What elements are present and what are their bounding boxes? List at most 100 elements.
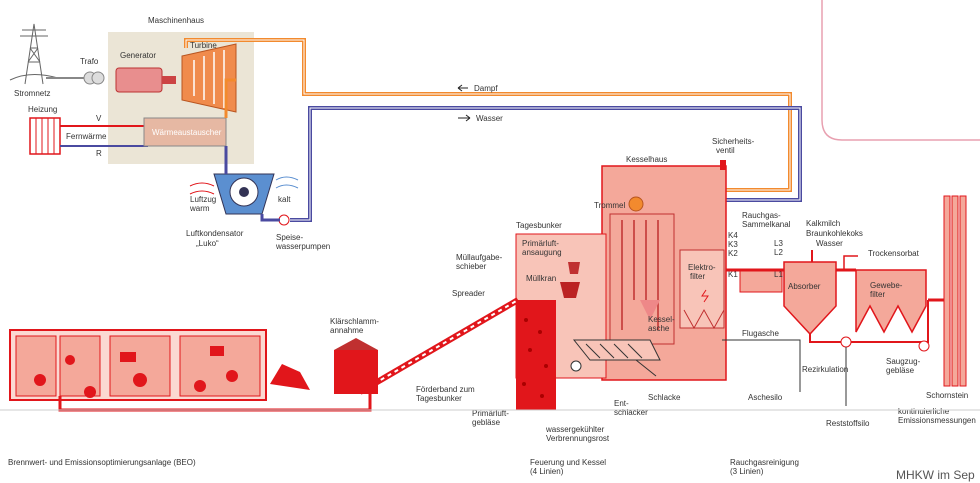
- k2-label: K2: [728, 249, 738, 258]
- grate-bars: [585, 343, 643, 359]
- linien4-caption: (4 Linien): [530, 467, 564, 476]
- schornstein-label: Schornstein: [926, 391, 968, 400]
- r-label: R: [96, 149, 102, 158]
- schieber-label: schieber: [456, 262, 487, 271]
- gewebefilter-vessel: [855, 269, 927, 334]
- warm-label: warm: [189, 204, 210, 213]
- waermeaustauscher-box: [143, 117, 227, 147]
- primaerluft-label: Primärluft-: [522, 239, 559, 248]
- saugzug-fan-icon: [918, 340, 930, 352]
- muellkran-label: Müllkran: [526, 274, 556, 283]
- turbine-label: Turbine: [190, 41, 217, 50]
- trockensorbat-label: Trockensorbat: [868, 249, 920, 258]
- primaerluft2-label: Primärluft-: [472, 409, 509, 418]
- crane-grab-icon: [560, 282, 580, 298]
- beo-section-4: [179, 335, 261, 397]
- lightning-icon: [701, 289, 709, 303]
- saugzug-label: Saugzug-: [886, 357, 921, 366]
- maschinenhaus-label: Maschinenhaus: [148, 16, 204, 25]
- beo-section-2: [59, 335, 101, 397]
- wasser-arrow-label: Wasser: [476, 114, 503, 123]
- kessel-label: Kessel-: [648, 315, 675, 324]
- warm-air-icon: [189, 182, 215, 195]
- beo-caption: Brennwert- und Emissionsoptimierungsanla…: [8, 458, 196, 467]
- absorber-vessel: [783, 261, 837, 336]
- boiler-tubes: [621, 220, 659, 330]
- klaerschlamm-label: Klärschlamm-: [330, 317, 379, 326]
- beo-equipment-icons: [34, 346, 238, 398]
- elektro-label: Elektro-: [688, 263, 716, 272]
- heizung-label: Heizung: [28, 105, 57, 114]
- wassergekuehlter-label: wassergekühlter: [545, 425, 605, 434]
- truck-icon: [270, 364, 310, 390]
- pylon-icon: [9, 23, 59, 85]
- k4-label: K4: [728, 231, 738, 240]
- kesselasche-hopper: [640, 300, 660, 320]
- primaerluft-fan-icon: [570, 360, 582, 372]
- flugasche-line: [722, 339, 801, 392]
- arrow-left-icon: [457, 84, 468, 92]
- rezirkulation-pump-icon: [840, 336, 852, 348]
- turbine-icon: [181, 43, 237, 113]
- filter-label: filter: [690, 272, 705, 281]
- muellaufgabe-label: Müllaufgabe-: [456, 253, 503, 262]
- generator-icon: [115, 67, 163, 93]
- speise-label: Speise-: [276, 233, 303, 242]
- v-label: V: [96, 114, 102, 123]
- k3-label: K3: [728, 240, 738, 249]
- ansaugung-label: ansaugung: [522, 248, 562, 257]
- schornstein-icon: [943, 195, 967, 387]
- bunker-waste-texture: [522, 318, 548, 398]
- generator-label: Generator: [120, 51, 156, 60]
- rezirkulation-label: Rezirkulation: [802, 365, 848, 374]
- kalkmilch-label: Kalkmilch: [806, 219, 840, 228]
- schlacke-label: Schlacke: [648, 393, 681, 402]
- flugasche-label: Flugasche: [742, 329, 779, 338]
- arrow-right-icon: [458, 114, 471, 122]
- k1-label: K1: [728, 270, 738, 279]
- ventil-label: ventil: [716, 146, 735, 155]
- rauchgasreinigung-caption: Rauchgasreinigung: [730, 458, 799, 467]
- steam-pipe-highlight: [185, 39, 791, 191]
- beo-section-1: [15, 335, 57, 397]
- condensate-return-pipe: [260, 214, 280, 222]
- linien3-caption: (3 Linien): [730, 467, 764, 476]
- ent-label: Ent-: [614, 399, 629, 408]
- trafo-coil-icon-2: [91, 71, 105, 85]
- trommel-icon: [628, 196, 644, 212]
- emissionsmessungen-label: Emissionsmessungen: [898, 416, 976, 425]
- turbine-blades: [193, 50, 225, 108]
- braunkohlekoks-label: Braunkohlekoks: [806, 229, 863, 238]
- l2-label: L2: [774, 248, 783, 257]
- wasser-in-label: Wasser: [816, 239, 843, 248]
- radiator-fins: [35, 118, 55, 154]
- radiator-icon: [29, 117, 61, 155]
- luftkondensator-label: Luftkondensator: [186, 229, 244, 238]
- klaerschlamm-silo-icon: [334, 350, 378, 394]
- trockensorbat-feed-pipe: [843, 255, 858, 270]
- frame-corner: [821, 0, 980, 141]
- trommel-label: Trommel: [594, 201, 625, 210]
- asche-label: asche: [648, 324, 670, 333]
- kesselhaus-label: Kesselhaus: [626, 155, 667, 164]
- elektrofilter-hoppers: [683, 308, 725, 330]
- sicherheits-label: Sicherheits-: [712, 137, 755, 146]
- geblaese2-label: gebläse: [472, 418, 501, 427]
- luftzug-label: Luftzug: [190, 195, 216, 204]
- l1-label: L1: [774, 270, 783, 279]
- generator-shaft: [162, 76, 176, 84]
- fan-hub: [239, 187, 249, 197]
- slag-chute: [635, 359, 657, 377]
- safety-valve-icon: [720, 160, 726, 170]
- gewebe-label: Gewebe-: [870, 281, 903, 290]
- verbrennungsrost-label: Verbrennungsrost: [546, 434, 610, 443]
- absorber-label: Absorber: [788, 282, 821, 291]
- filter2-label: filter: [870, 290, 885, 299]
- sammelkanal-label: Sammelkanal: [742, 220, 791, 229]
- trafo-label: Trafo: [80, 57, 99, 66]
- pump-icon: [278, 214, 290, 226]
- schlacker-label: schlacker: [614, 408, 648, 417]
- fernwaerme-label: Fernwärme: [66, 132, 107, 141]
